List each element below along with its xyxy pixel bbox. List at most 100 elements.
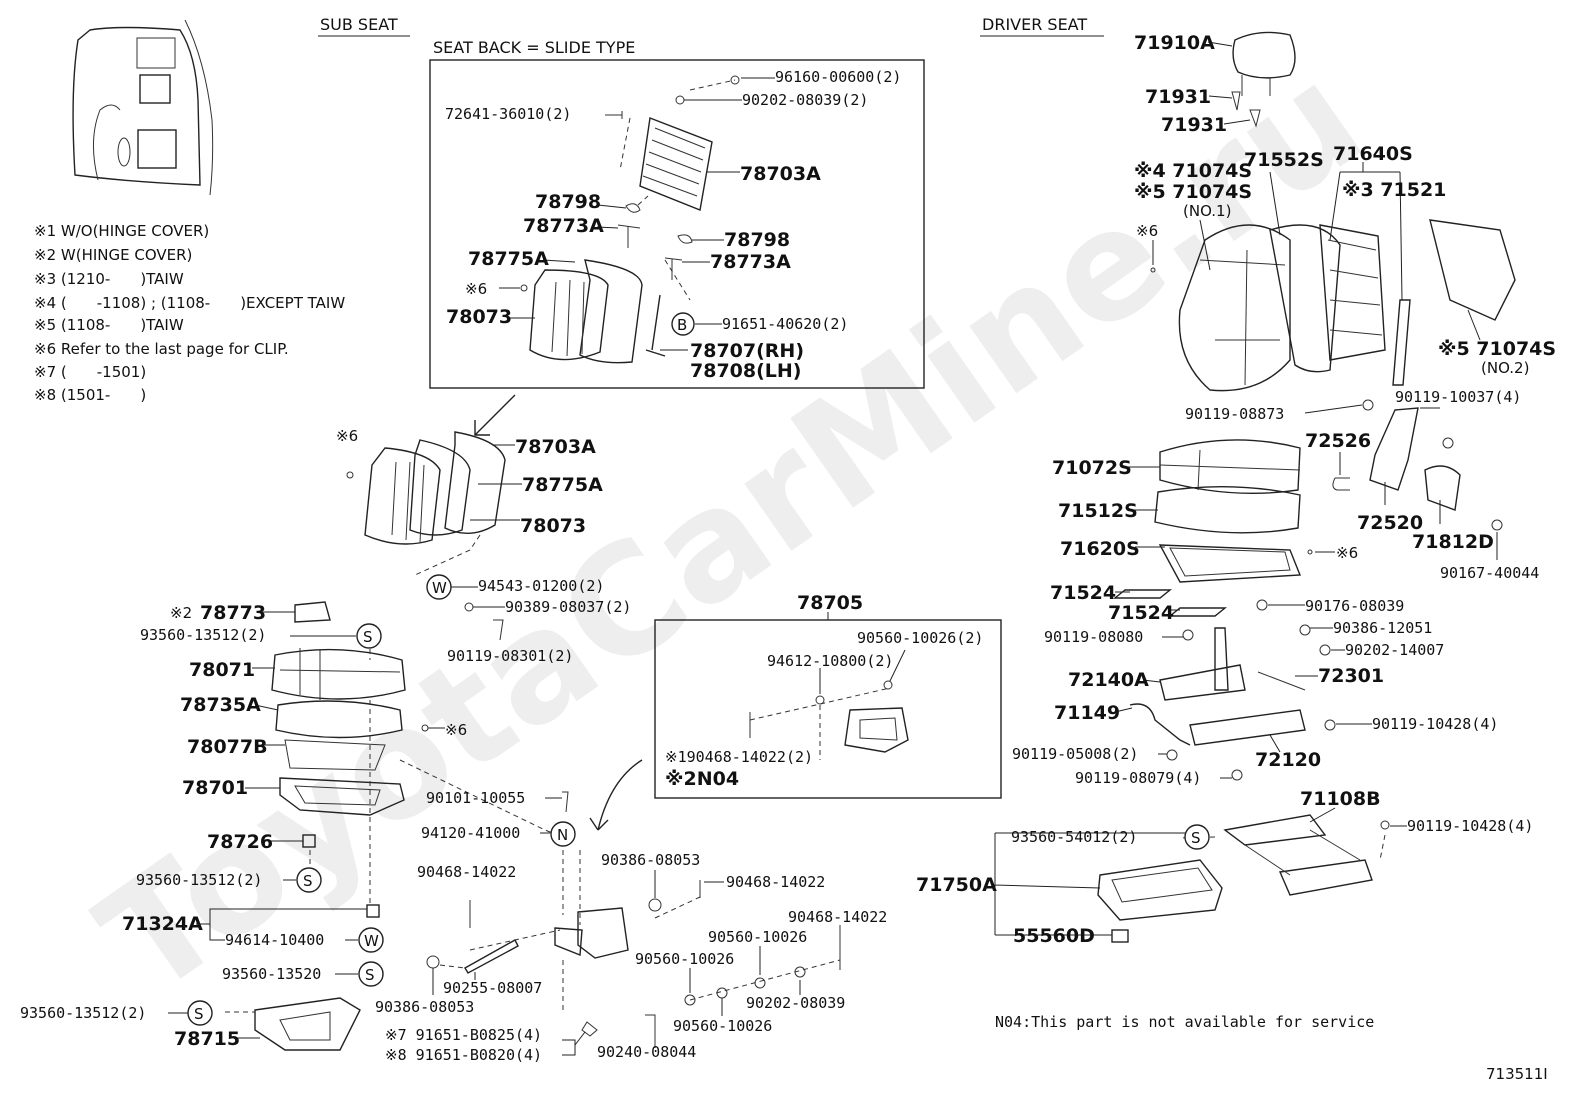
marker-S-3: [358, 961, 384, 987]
label-90468-14022-mid: 90468-14022: [726, 873, 825, 891]
label-78077B: 78077B: [187, 736, 268, 758]
label-90101-10055: 90101-10055: [426, 789, 525, 807]
label-90240-08044: 90240-08044: [597, 1043, 696, 1061]
marker-S-1: [356, 623, 382, 649]
note-8: ※8 (1501- ): [34, 386, 146, 404]
label-71750A: 71750A: [916, 874, 997, 896]
label-94120-41000: 94120-41000: [421, 824, 520, 842]
label-90560-10026-box: 90560-10026(2): [857, 629, 983, 647]
label-78715: 78715: [174, 1028, 240, 1050]
label-no2: (NO.2): [1481, 359, 1529, 377]
label-78773A: 78773A: [523, 215, 604, 237]
marker-B: [671, 312, 695, 336]
label-78773: 78773: [200, 602, 266, 624]
label-72520: 72520: [1357, 512, 1423, 534]
label-71524-b: 71524: [1108, 602, 1174, 624]
label-90202-08039: 90202-08039(2): [742, 91, 868, 109]
sub-seat-header: SUB SEAT: [320, 15, 398, 34]
label-note6-slide: ※6: [465, 280, 487, 298]
label-78703A: 78703A: [740, 163, 821, 185]
label-78726: 78726: [207, 831, 273, 853]
label-71812D: 71812D: [1412, 531, 1494, 553]
marker-S-5: [1184, 824, 1210, 850]
sub-seat-back-assembly: [346, 431, 506, 576]
marker-S-4: [187, 1000, 213, 1026]
note-1: ※1 W/O(HINGE COVER): [34, 222, 209, 240]
marker-S-3-text: S: [365, 966, 375, 984]
label-90202-08039-hinge: 90202-08039: [746, 994, 845, 1012]
label-72120: 72120: [1255, 749, 1321, 771]
label-90119-08079: 90119-08079(4): [1075, 769, 1201, 787]
seat-back-slide-header: SEAT BACK = SLIDE TYPE: [433, 38, 635, 57]
seat-back-slide-box: [429, 59, 925, 389]
hinge-cover-detail-parts: [749, 680, 909, 760]
label-71074S-no2: ※5 71074S: [1438, 338, 1556, 360]
marker-S-2: [296, 867, 322, 893]
label-90167-40044: 90167-40044: [1440, 564, 1539, 582]
label-55560D: 55560D: [1013, 925, 1095, 947]
marker-S-1-text: S: [363, 628, 373, 646]
label-78701: 78701: [182, 777, 248, 799]
label-90176-08039: 90176-08039: [1305, 597, 1404, 615]
sub-seat-hinge-assembly: [426, 759, 841, 1048]
label-71910A: 71910A: [1134, 32, 1215, 54]
label-96160-00600: 96160-00600(2): [775, 68, 901, 86]
marker-N: [550, 821, 576, 847]
label-90202-14007: 90202-14007: [1345, 641, 1444, 659]
label-90560-10026-c: 90560-10026: [673, 1017, 772, 1035]
note-5: ※5 (1108- )TAIW: [34, 316, 184, 334]
label-90119-10428-b: 90119-10428(4): [1407, 817, 1533, 835]
arrow-curved-down-icon: [589, 759, 643, 831]
label-78773A-right: 78773A: [710, 251, 791, 273]
label-78798: 78798: [535, 191, 601, 213]
label-78735A: 78735A: [180, 694, 261, 716]
label-90255-08007: 90255-08007: [443, 979, 542, 997]
label-78707RH: 78707(RH): [690, 340, 804, 362]
label-90119-08301: 90119-08301(2): [447, 647, 573, 665]
sub-seat-cushion-assembly: [225, 601, 571, 1051]
part-labels: 96160-00600(2) 90202-08039(2) 72641-3601…: [20, 32, 1556, 1064]
note-7: ※7 ( -1501): [34, 363, 146, 381]
label-90468-14022-left: 90468-14022: [417, 863, 516, 881]
label-71074S-2: ※5 71074S: [1134, 181, 1252, 203]
label-71108B: 71108B: [1300, 788, 1381, 810]
marker-W-1-text: W: [432, 579, 447, 597]
label-78708LH: 78708(LH): [690, 360, 801, 382]
note-4: ※4 ( -1108) ; (1108- )EXCEPT TAIW: [34, 294, 345, 312]
diagram-id: 713511I: [1486, 1065, 1548, 1083]
label-90119-08873: 90119-08873: [1185, 405, 1284, 423]
label-94614-10400: 94614-10400: [225, 931, 324, 949]
marker-B-text: B: [677, 316, 687, 334]
label-94543-01200: 94543-01200(2): [478, 577, 604, 595]
vehicle-location-inset: [72, 19, 214, 196]
label-78703A-sub: 78703A: [515, 436, 596, 458]
label-93560-13520: 93560-13520: [222, 965, 321, 983]
label-71524-a: 71524: [1050, 582, 1116, 604]
label-78073-sub: 78073: [520, 515, 586, 537]
label-71552S: 71552S: [1244, 149, 1324, 171]
label-78073: 78073: [446, 306, 512, 328]
label-note6-back: ※6: [336, 427, 358, 445]
label-90389-08037: 90389-08037(2): [505, 598, 631, 616]
n04-service-note: N04:This part is not available for servi…: [995, 1013, 1374, 1031]
label-78798-right: 78798: [724, 229, 790, 251]
notes-list: ※1 W/O(HINGE COVER) ※2 W(HINGE COVER) ※3…: [34, 222, 345, 404]
marker-S-5-text: S: [1191, 829, 1201, 847]
label-72526: 72526: [1305, 430, 1371, 452]
label-90386-12051: 90386-12051: [1333, 619, 1432, 637]
label-71521: ※3 71521: [1342, 179, 1446, 201]
label-71620S: 71620S: [1060, 538, 1140, 560]
label-71072S: 71072S: [1052, 457, 1132, 479]
label-90386-08053-bottom: 90386-08053: [375, 998, 474, 1016]
label-78775A-sub: 78775A: [522, 474, 603, 496]
label-78705: 78705: [797, 592, 863, 614]
label-note2-78773: ※2: [170, 604, 192, 622]
label-71149: 71149: [1054, 702, 1120, 724]
label-93560-13512-bottom: 93560-13512(2): [20, 1004, 146, 1022]
label-N04: ※2N04: [665, 768, 739, 790]
label-93560-13512-mid: 93560-13512(2): [136, 871, 262, 889]
note-6: ※6 Refer to the last page for CLIP.: [34, 340, 289, 358]
marker-S-4-text: S: [194, 1005, 204, 1023]
label-note6-cushion: ※6: [445, 721, 467, 739]
label-90119-08080: 90119-08080: [1044, 628, 1143, 646]
